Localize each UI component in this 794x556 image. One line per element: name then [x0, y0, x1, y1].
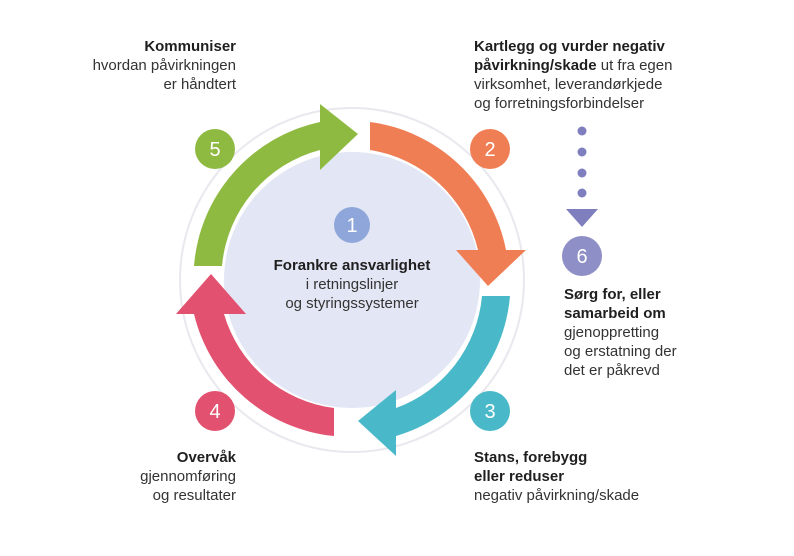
center-line-2: i retningslinjer — [305, 276, 399, 293]
svg-text:1: 1 — [346, 215, 357, 237]
step-3-label: Stans, forebygg eller reduser negativ på… — [474, 448, 774, 505]
step-2-line-3: virksomhet, leverandørkjede — [474, 76, 663, 93]
step-5-label: Kommuniser hvordan påvirkningen er håndt… — [40, 37, 236, 94]
step-5-line-2: hvordan påvirkningen — [92, 57, 236, 74]
arrow-pink — [176, 274, 334, 436]
step-4-label: Overvåk gjennomføring og resultater — [40, 448, 236, 505]
down-triangle-icon — [566, 209, 598, 227]
step-6-line-3: gjenoppretting — [564, 324, 660, 341]
step-3-line-2: eller reduser — [474, 468, 565, 485]
step-4-line-3: og resultater — [152, 487, 236, 504]
step-6-line-4: og erstatning der — [564, 343, 677, 360]
badge-6: 6 — [562, 236, 602, 276]
dotted-connector — [566, 126, 598, 227]
step-5-line-3: er håndtert — [163, 76, 236, 93]
outer-ring — [179, 107, 525, 453]
badge-4: 4 — [195, 391, 235, 431]
center-title: Forankre ansvarlighet — [273, 257, 431, 274]
step-6-line-2: samarbeid om — [564, 305, 666, 322]
step-2-label: Kartlegg og vurder negativ påvirkning/sk… — [474, 37, 774, 113]
center-line-3: og styringssystemer — [285, 295, 419, 312]
badge-5: 5 — [195, 129, 235, 169]
badge-3: 3 — [470, 391, 510, 431]
svg-text:3: 3 — [484, 401, 495, 423]
step-5-title: Kommuniser — [144, 38, 236, 55]
arrow-green — [194, 104, 358, 266]
step-6-line-5: det er påkrevd — [564, 362, 660, 379]
center-label: Forankre ansvarlighet i retningslinjer o… — [252, 256, 452, 313]
svg-text:2: 2 — [484, 139, 495, 161]
step-3-line-3: negativ påvirkning/skade — [474, 487, 640, 504]
svg-text:4: 4 — [209, 401, 220, 423]
step-4-title: Overvåk — [176, 449, 236, 466]
step-3-title: Stans, forebygg — [474, 449, 588, 466]
badge-2: 2 — [470, 129, 510, 169]
step-2-title: Kartlegg og vurder negativ — [474, 38, 665, 55]
badge-1: 1 — [334, 207, 370, 243]
arrow-orange — [370, 122, 526, 286]
arrow-teal — [358, 296, 510, 456]
step-4-line-2: gjennomføring — [140, 468, 236, 485]
step-2-line-4: og forretningsforbindelser — [474, 95, 645, 112]
center-disc — [224, 152, 480, 408]
svg-text:6: 6 — [576, 246, 587, 268]
svg-text:5: 5 — [209, 139, 220, 161]
step-6-title: Sørg for, eller — [564, 286, 661, 303]
step-2-line-2: påvirkning/skade ut fra egen — [474, 57, 673, 74]
step-6-label: Sørg for, eller samarbeid om gjenopprett… — [564, 285, 764, 380]
